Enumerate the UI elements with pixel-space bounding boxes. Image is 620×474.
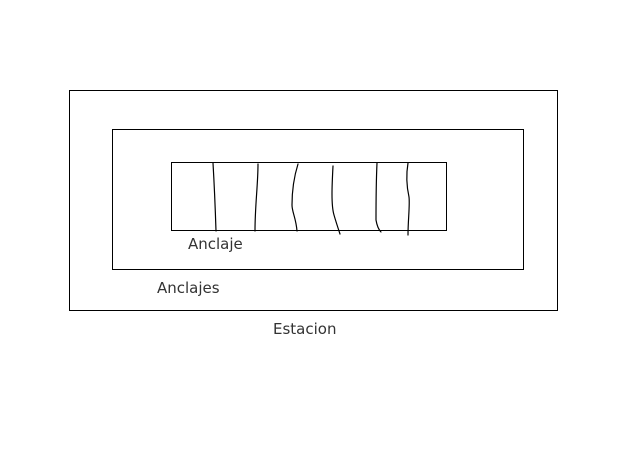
anchors-label: Anclajes xyxy=(157,279,220,297)
station-label: Estacion xyxy=(273,320,337,338)
anchor-label: Anclaje xyxy=(188,235,243,253)
station-box xyxy=(69,90,558,311)
anchors-box xyxy=(112,129,524,270)
anchor-box xyxy=(171,162,447,231)
